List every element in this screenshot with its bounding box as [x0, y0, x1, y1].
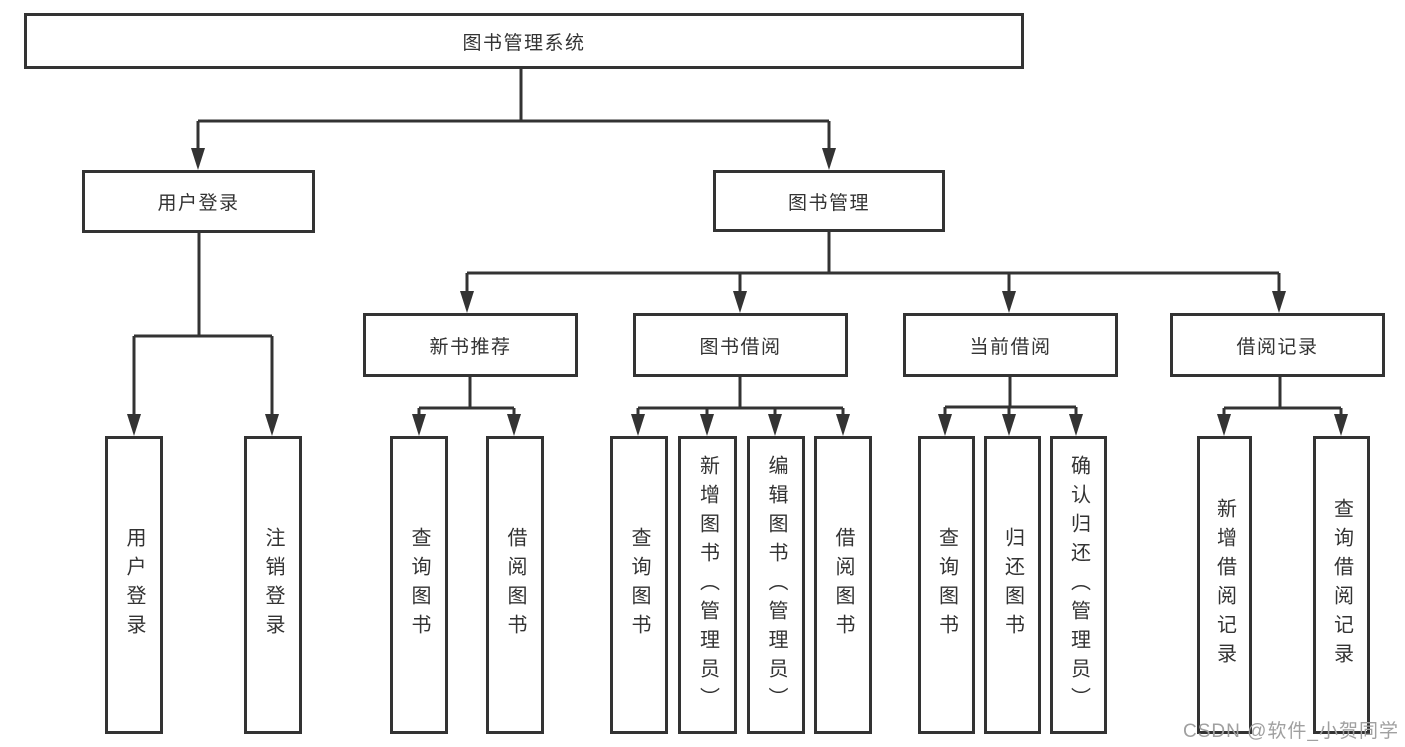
node-leaf-confirm-return-admin: 确认归还（管理员）: [1050, 436, 1107, 734]
node-book-management-module: 图书管理: [713, 170, 945, 232]
node-leaf-query-books-2: 查询图书: [610, 436, 668, 734]
connector-user-login: [132, 233, 274, 418]
node-leaf-query-borrow-record: 查询借阅记录: [1313, 436, 1370, 734]
node-leaf-return-book: 归还图书: [984, 436, 1041, 734]
connector-new-books: [417, 377, 516, 418]
arrow-down-icon: [938, 414, 952, 436]
node-leaf-query-books-1: 查询图书: [390, 436, 448, 734]
connector-borrowing: [636, 377, 845, 418]
arrow-down-icon: [1334, 414, 1348, 436]
node-label: 查询图书: [408, 527, 430, 643]
node-root-system: 图书管理系统: [24, 13, 1024, 69]
arrow-down-icon: [631, 414, 645, 436]
arrowheads: [127, 148, 1348, 436]
node-label: 新书推荐: [429, 336, 512, 358]
node-label: 图书借阅: [699, 336, 782, 358]
node-label: 当前借阅: [969, 336, 1052, 358]
csdn-watermark: CSDN @软件_小贺同学: [1183, 721, 1399, 742]
node-label: 借阅记录: [1236, 336, 1319, 358]
node-label: 用户登录: [123, 527, 145, 643]
arrow-down-icon: [412, 414, 426, 436]
node-label: 图书管理: [787, 192, 870, 214]
node-root-label: 图书管理系统: [462, 32, 586, 54]
node-borrow-records: 借阅记录: [1170, 313, 1385, 377]
connector-borrow-records: [1222, 377, 1343, 418]
arrow-down-icon: [836, 414, 850, 436]
node-leaf-user-login: 用户登录: [105, 436, 163, 734]
node-label: 编辑图书（管理员）: [765, 454, 787, 716]
connector-root: [196, 69, 831, 152]
node-leaf-query-books-3: 查询图书: [918, 436, 975, 734]
arrow-down-icon: [1272, 291, 1286, 313]
node-label: 用户登录: [157, 193, 240, 214]
connector-current-borrow: [943, 377, 1078, 418]
connector-lines: [132, 69, 1343, 418]
node-current-borrowing: 当前借阅: [903, 313, 1118, 377]
node-leaf-edit-book-admin: 编辑图书（管理员）: [747, 436, 805, 734]
node-label: 确认归还（管理员）: [1067, 454, 1090, 716]
node-leaf-borrow-books-2: 借阅图书: [814, 436, 872, 734]
arrow-down-icon: [768, 414, 782, 436]
node-label: 查询图书: [628, 527, 650, 643]
node-new-book-recommend: 新书推荐: [363, 313, 578, 377]
arrow-down-icon: [191, 148, 205, 170]
arrow-down-icon: [822, 148, 836, 170]
arrow-down-icon: [733, 291, 747, 313]
node-leaf-add-book-admin: 新增图书（管理员）: [678, 436, 737, 734]
node-label: 查询图书: [935, 527, 958, 643]
node-user-login-module: 用户登录: [82, 170, 315, 233]
arrow-down-icon: [265, 414, 279, 436]
node-book-borrowing: 图书借阅: [633, 313, 848, 377]
arrow-down-icon: [1217, 414, 1231, 436]
node-label: 新增图书（管理员）: [696, 454, 719, 716]
node-leaf-add-borrow-record: 新增借阅记录: [1197, 436, 1252, 734]
node-label: 新增借阅记录: [1213, 498, 1236, 672]
node-label: 借阅图书: [504, 527, 526, 643]
connector-book-mgmt: [465, 232, 1281, 295]
arrow-down-icon: [507, 414, 521, 436]
arrow-down-icon: [1002, 414, 1016, 436]
arrow-down-icon: [127, 414, 141, 436]
node-leaf-borrow-books-1: 借阅图书: [486, 436, 544, 734]
arrow-down-icon: [460, 291, 474, 313]
node-label: 查询借阅记录: [1330, 498, 1353, 672]
arrow-down-icon: [1069, 414, 1083, 436]
arrow-down-icon: [700, 414, 714, 436]
node-label: 借阅图书: [832, 527, 854, 643]
node-label: 归还图书: [1001, 527, 1024, 643]
node-label: 注销登录: [262, 527, 284, 643]
node-leaf-logout: 注销登录: [244, 436, 302, 734]
arrow-down-icon: [1002, 291, 1016, 313]
